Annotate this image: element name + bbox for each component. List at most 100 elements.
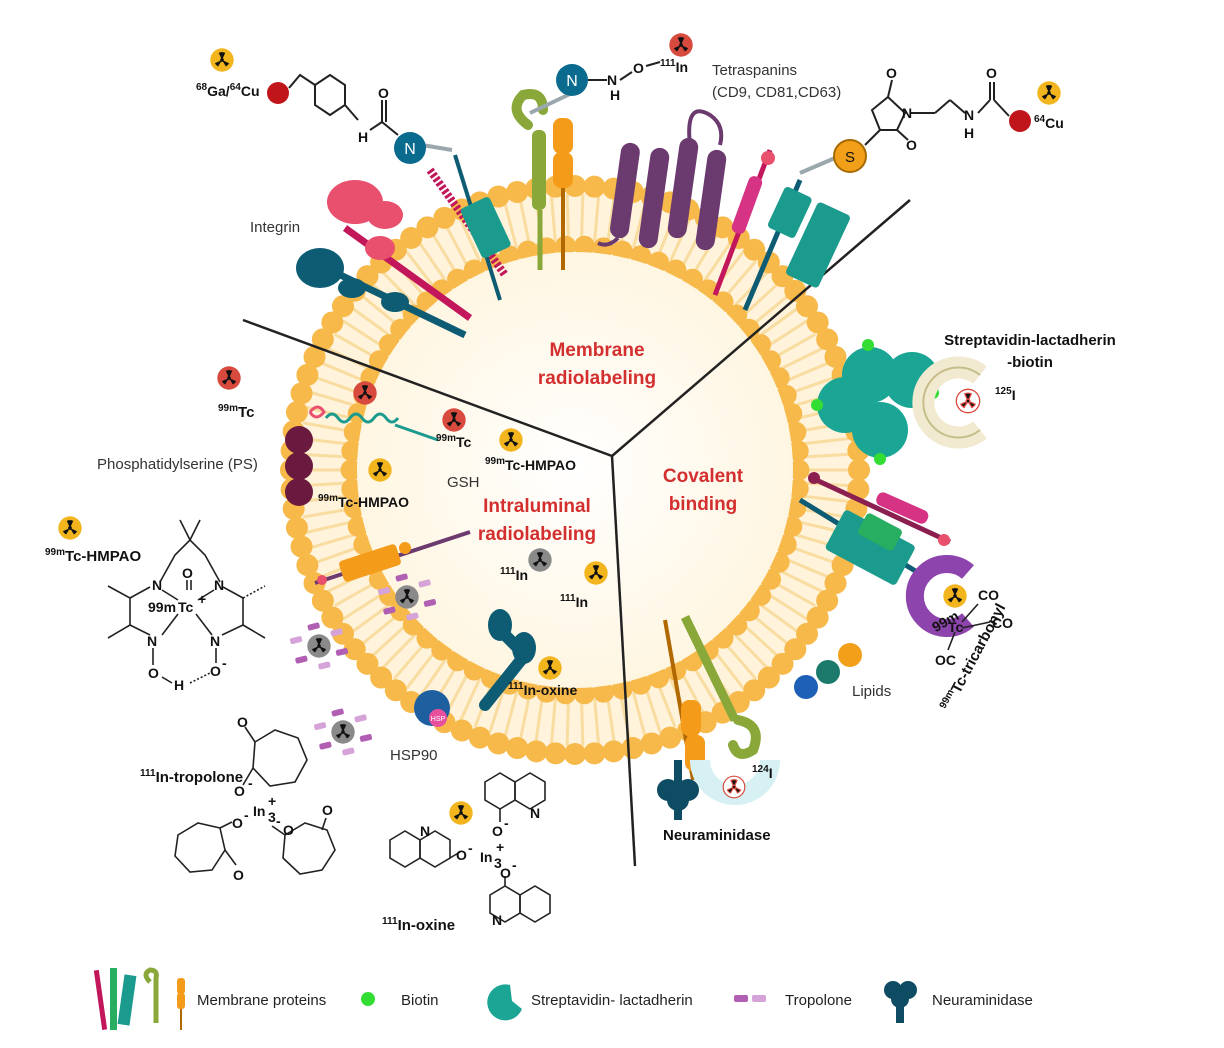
svg-text:N: N bbox=[147, 633, 157, 649]
lipid-head-inner bbox=[340, 459, 362, 481]
svg-text:Biotin: Biotin bbox=[401, 992, 439, 1009]
lipid-tail bbox=[692, 666, 719, 708]
lipid-tail bbox=[503, 692, 518, 738]
tropolone-molecule bbox=[418, 579, 431, 588]
svg-text:O: O bbox=[232, 815, 243, 831]
lipid-tail bbox=[309, 390, 355, 407]
chem-hmpao-atoms: N N O Tc + 99m N N O H O - bbox=[147, 565, 227, 693]
lipid-tail bbox=[760, 306, 800, 337]
isotope-tc-hmpao-1: 99mTc-HMPAO bbox=[485, 456, 576, 473]
radiation-symbol-icon bbox=[307, 634, 331, 658]
tropolone-icon bbox=[734, 995, 766, 1002]
radiation-symbol-icon bbox=[210, 48, 234, 72]
svg-text:Tropolone: Tropolone bbox=[785, 992, 852, 1009]
tropolone-molecule bbox=[335, 648, 349, 656]
isotope-i124: 124I bbox=[752, 764, 773, 781]
lipid-head-outer bbox=[296, 363, 319, 386]
svg-text:N: N bbox=[607, 72, 617, 88]
n-terminal-ball-top: N N H O bbox=[529, 60, 661, 115]
lipid-tail bbox=[360, 294, 398, 326]
svg-text:3: 3 bbox=[494, 855, 502, 871]
svg-text:Tetraspanins: Tetraspanins bbox=[712, 62, 797, 79]
tropolone-molecule bbox=[354, 714, 367, 723]
radiation-symbol-icon bbox=[395, 585, 419, 609]
chem-atom-n-urea-right: N bbox=[964, 107, 974, 123]
lipid-head-outer bbox=[450, 719, 473, 742]
isotope-in-oxine-inner: 111In-oxine bbox=[508, 681, 577, 698]
label-phosphatidylserine: Phosphatidylserine (PS) bbox=[97, 456, 258, 473]
n-terminal-ball-left: N bbox=[394, 132, 426, 164]
lipid-head-outer bbox=[384, 679, 407, 702]
svg-text:radiolabeling: radiolabeling bbox=[538, 368, 656, 389]
isotope-tc-hmpao-2: 99mTc-HMPAO bbox=[318, 493, 409, 510]
lipid-tail bbox=[803, 494, 850, 503]
integrin-protein bbox=[296, 180, 473, 339]
membrane-protein-green-hook bbox=[511, 89, 548, 270]
gsh-molecule bbox=[308, 405, 439, 442]
svg-text:Neuraminidase: Neuraminidase bbox=[932, 992, 1033, 1009]
svg-text:O: O bbox=[233, 867, 244, 883]
lipid-tail bbox=[580, 194, 585, 241]
section-title-covalent: Covalent binding bbox=[663, 466, 744, 515]
exosome-membrane bbox=[280, 175, 870, 765]
label-gsh: GSH bbox=[447, 474, 480, 491]
radiation-symbol-icon bbox=[217, 366, 241, 390]
lipid-tail bbox=[703, 241, 733, 281]
svg-text:-: - bbox=[222, 655, 227, 671]
isotope-in-tropolone: 111In-tropolone bbox=[140, 768, 243, 786]
svg-text:HSP: HSP bbox=[431, 716, 446, 723]
lipid-tail bbox=[714, 651, 745, 690]
svg-text:Covalent: Covalent bbox=[663, 466, 744, 487]
svg-text:Streptavidin-lactadherin: Streptavidin-lactadherin bbox=[944, 332, 1116, 349]
chem-atom-h-left: H bbox=[358, 129, 368, 145]
chem-hmpao-structure bbox=[107, 519, 266, 684]
lipid-tail bbox=[518, 199, 531, 245]
lipid-head-outer bbox=[321, 606, 344, 629]
phosphatidylserine-beads bbox=[285, 426, 313, 506]
lipid-tail bbox=[309, 533, 355, 550]
chem-atom-h-urea-right: H bbox=[964, 125, 974, 141]
lipid-head-outer bbox=[321, 311, 344, 334]
lipid-tail bbox=[381, 271, 416, 307]
svg-text:-: - bbox=[504, 815, 509, 831]
tropolone-clusters bbox=[289, 573, 437, 756]
lipid-tail bbox=[580, 699, 585, 746]
lipid-tail bbox=[314, 545, 359, 565]
svg-text:-: - bbox=[276, 813, 281, 829]
chem-benzyl-urea-linker bbox=[288, 73, 453, 152]
svg-text:O: O bbox=[322, 802, 333, 818]
radiation-symbol-icon bbox=[368, 458, 392, 482]
svg-text:+: + bbox=[268, 793, 276, 809]
membrane-protein-pink bbox=[712, 149, 775, 296]
svg-text:H: H bbox=[174, 677, 184, 693]
svg-text:111In: 111In bbox=[660, 58, 688, 75]
isotope-in-oxine-bottom: 111In-oxine bbox=[382, 916, 455, 934]
tricarbonyl-cup bbox=[905, 555, 974, 637]
svg-text:Streptavidin- lactadherin: Streptavidin- lactadherin bbox=[531, 992, 693, 1009]
lipid-tail bbox=[360, 614, 398, 646]
tropolone-molecule bbox=[359, 734, 373, 742]
lipid-tail bbox=[657, 683, 677, 728]
lipid-tail bbox=[342, 593, 383, 621]
lipid-head-outer bbox=[771, 652, 794, 675]
lipid-head-outer bbox=[487, 732, 510, 755]
membrane-proteins-icon bbox=[93, 967, 185, 1030]
svg-text:radiolabeling: radiolabeling bbox=[478, 524, 596, 545]
lipid-tail bbox=[314, 375, 359, 395]
lipid-tail bbox=[774, 332, 817, 359]
chem-in-tropolone-atoms: O O - In 3 + O - O - O O bbox=[232, 714, 333, 883]
svg-text:N: N bbox=[404, 141, 416, 158]
lipid-tail bbox=[743, 624, 780, 658]
lipid-head-inner bbox=[574, 683, 596, 705]
svg-text:H: H bbox=[610, 87, 620, 103]
lipid-head-outer bbox=[506, 180, 529, 203]
lipid-head-outer bbox=[303, 345, 326, 368]
lipid-head-inner bbox=[341, 478, 363, 500]
isotope-in111-b: 111In bbox=[560, 593, 588, 610]
lipid-head-outer bbox=[784, 638, 807, 661]
neuraminidase-icon bbox=[884, 981, 917, 1023]
lipid-head-outer bbox=[564, 743, 586, 765]
lipid-head-outer bbox=[311, 328, 334, 351]
svg-text:N: N bbox=[152, 577, 162, 593]
chem-in-oxine bbox=[389, 772, 551, 923]
